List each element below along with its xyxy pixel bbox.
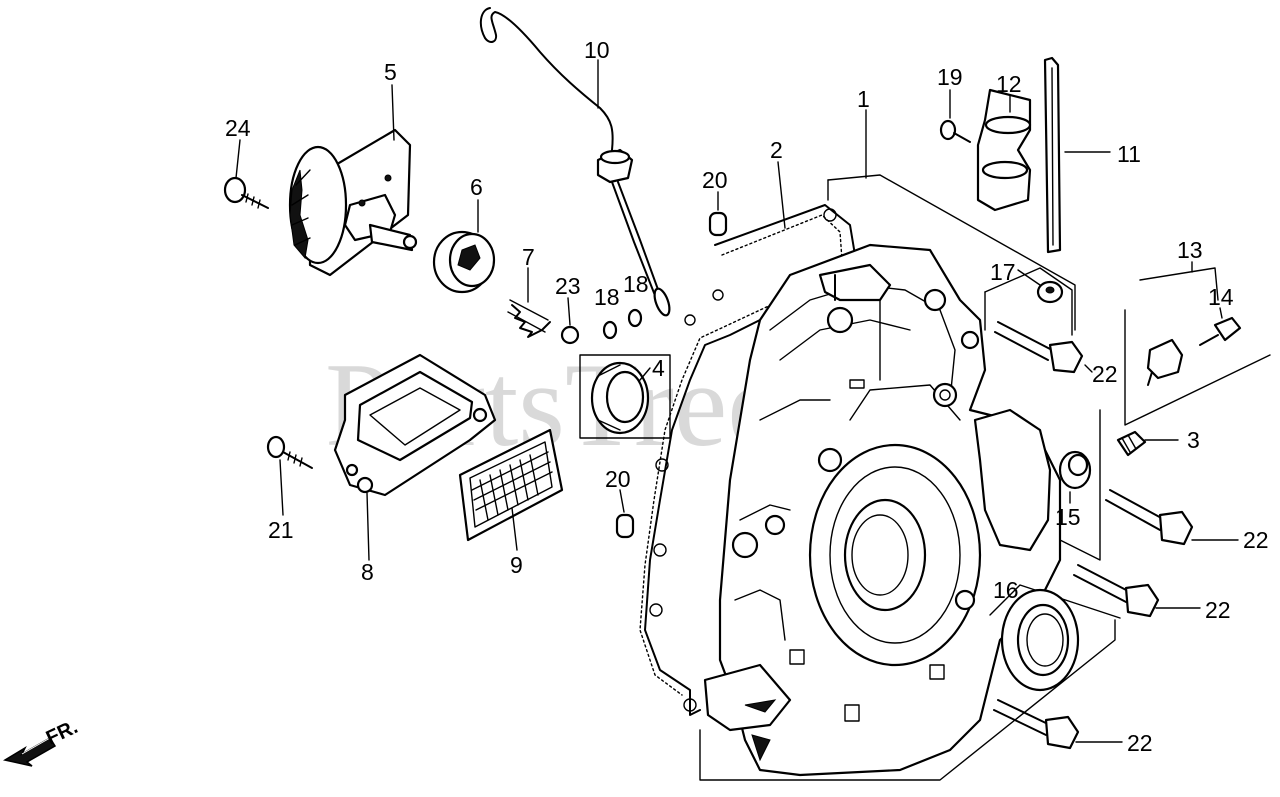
callout-23: 23 xyxy=(555,273,581,299)
callout-11: 11 xyxy=(1117,141,1141,167)
callout-22a: 22 xyxy=(1092,361,1118,387)
breather-housing-part[interactable] xyxy=(333,353,497,497)
callout-19: 19 xyxy=(937,64,963,90)
bearing-part[interactable] xyxy=(579,354,671,439)
control-rod-part[interactable] xyxy=(1043,56,1062,254)
governor-gear-part[interactable] xyxy=(288,128,418,277)
callout-3: 3 xyxy=(1187,427,1200,453)
oil-switch-part[interactable] xyxy=(1124,267,1271,426)
callout-22d: 22 xyxy=(1127,730,1153,756)
callout-1: 1 xyxy=(857,86,870,112)
dowel-pin-part-b[interactable] xyxy=(615,513,635,539)
bolt-21-part[interactable] xyxy=(266,435,313,469)
callout-20a: 20 xyxy=(702,167,728,193)
callout-24: 24 xyxy=(225,115,251,141)
callout-16: 16 xyxy=(993,577,1019,603)
callout-13: 13 xyxy=(1177,237,1203,263)
callout-14: 14 xyxy=(1208,284,1234,310)
bolt-19-part[interactable] xyxy=(939,119,971,143)
dipstick-part[interactable] xyxy=(479,7,673,317)
callout-18a: 18 xyxy=(594,284,620,310)
spring-part[interactable] xyxy=(507,299,551,338)
callout-22b: 22 xyxy=(1243,527,1269,553)
callout-9: 9 xyxy=(510,552,523,578)
callout-5: 5 xyxy=(384,59,397,85)
callout-17: 17 xyxy=(990,259,1016,285)
oil-seal-part[interactable] xyxy=(989,584,1121,692)
callout-15: 15 xyxy=(1055,504,1081,530)
clamp-part[interactable] xyxy=(976,88,1032,212)
crankcase-cover-part[interactable] xyxy=(639,174,1116,781)
front-direction-arrow-icon xyxy=(3,736,57,767)
callout-22c: 22 xyxy=(1205,597,1231,623)
bolt-24-part[interactable] xyxy=(223,176,269,209)
callout-2: 2 xyxy=(770,137,783,163)
callout-4: 4 xyxy=(652,355,665,381)
callout-6: 6 xyxy=(470,174,483,200)
leader-lines xyxy=(235,59,1239,743)
flange-bolt-22-part-c[interactable] xyxy=(1073,564,1160,618)
callout-7: 7 xyxy=(522,244,535,270)
callout-10: 10 xyxy=(584,37,610,63)
screw-14-part[interactable] xyxy=(1199,316,1242,346)
o-ring-part-a[interactable] xyxy=(602,320,618,340)
callout-20b: 20 xyxy=(605,466,631,492)
callout-8: 8 xyxy=(361,559,374,585)
washer-part[interactable] xyxy=(984,267,1073,336)
flange-bolt-22-part-b[interactable] xyxy=(1105,489,1194,546)
callout-12: 12 xyxy=(996,71,1022,97)
ball-part[interactable] xyxy=(560,325,580,345)
callout-18b: 18 xyxy=(623,271,649,297)
breather-filter-part[interactable] xyxy=(458,428,564,542)
dowel-pin-part-a[interactable] xyxy=(708,211,728,237)
drain-plug-15-part[interactable] xyxy=(1058,450,1092,490)
o-ring-part-b[interactable] xyxy=(627,308,643,328)
flange-bolt-22-part-a[interactable] xyxy=(994,321,1084,374)
oil-pump-rotor-part[interactable] xyxy=(432,230,496,294)
plug-3-part[interactable] xyxy=(1116,430,1147,457)
flange-bolt-22-part-d[interactable] xyxy=(993,699,1080,750)
callout-21: 21 xyxy=(268,517,294,543)
